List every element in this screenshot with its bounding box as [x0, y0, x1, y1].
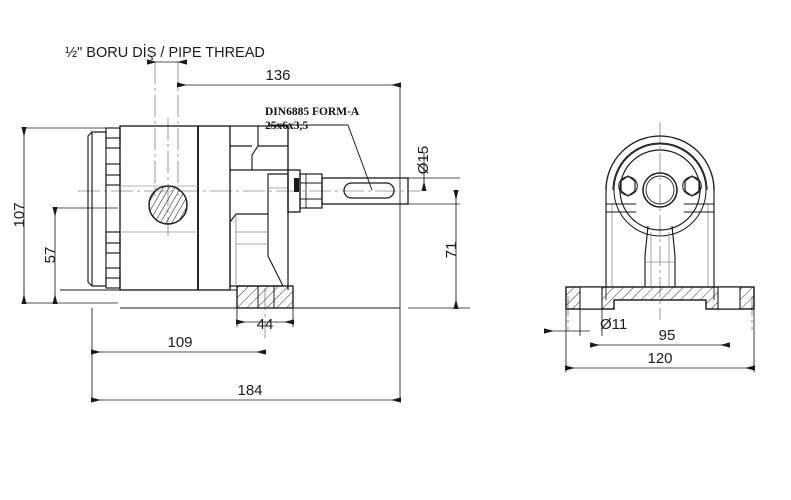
front-base-flange: [565, 286, 755, 310]
base-foot-section: [60, 285, 400, 309]
dim-label-136: 136: [265, 67, 290, 84]
front-body-walls: [605, 186, 715, 287]
dim-109: [91, 308, 266, 400]
dim-44: [236, 308, 294, 327]
dim-label-57: 57: [42, 247, 59, 264]
dim-57: [52, 207, 118, 304]
dim-label-71: 71: [443, 242, 460, 259]
rear-cover-plate: [87, 131, 107, 287]
front-view-group: [565, 122, 755, 330]
side-view-dimensions: [21, 59, 470, 403]
dim-label-95: 95: [659, 327, 676, 344]
center-bore: [642, 172, 678, 208]
dim-label-44: 44: [257, 316, 274, 333]
dim-71: [408, 190, 470, 309]
dim-107: [21, 127, 118, 304]
dim-label-d11: Ø11: [600, 316, 627, 333]
dim-label-109: 109: [167, 334, 192, 351]
dim-label-120: 120: [647, 350, 672, 367]
dim-120: [565, 309, 755, 372]
pipe-thread-port: [148, 185, 188, 225]
dim-d11: [544, 309, 603, 336]
keyway-leader-line: [268, 124, 373, 191]
dim-label-d15: Ø15: [415, 146, 432, 174]
pipe-thread-label: ½" BORU DİŞ / PIPE THREAD: [65, 43, 265, 61]
keyway-note-line-1: DIN6885 FORM-A: [265, 106, 360, 118]
dim-label-107: 107: [11, 202, 28, 227]
dim-136: [177, 82, 401, 400]
front-support-web: [644, 225, 676, 287]
side-view-centerlines: [78, 62, 420, 338]
hex-bolt-right: [682, 175, 702, 197]
keyway-note-line-2: 25x6x3,5: [265, 120, 308, 132]
hex-bolt-left: [618, 175, 638, 197]
front-view-dimensions: [544, 309, 755, 372]
dim-label-184: 184: [237, 382, 262, 399]
side-view-group: [60, 62, 420, 338]
dim-d15: [408, 152, 460, 205]
